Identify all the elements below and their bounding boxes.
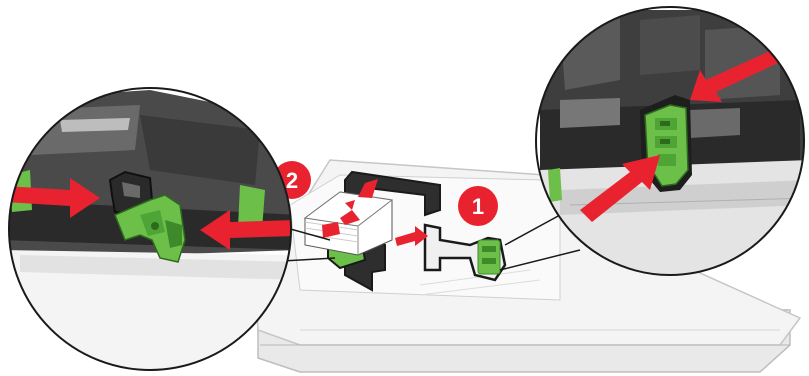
zoom-callout-width-guide	[8, 87, 292, 371]
step-number-1: 1	[472, 194, 484, 219]
squeeze-arrow-bottom	[580, 155, 660, 222]
length-arrow	[395, 226, 428, 246]
squeeze-arrow-right	[200, 210, 291, 250]
step-number-2: 2	[286, 168, 298, 193]
step-badge-1: 1	[458, 186, 498, 226]
squeeze-arrow-top	[690, 50, 780, 102]
zoom-callout-length-guide	[535, 6, 805, 276]
center-arrows	[322, 179, 428, 246]
squeeze-arrow-left	[9, 178, 100, 218]
